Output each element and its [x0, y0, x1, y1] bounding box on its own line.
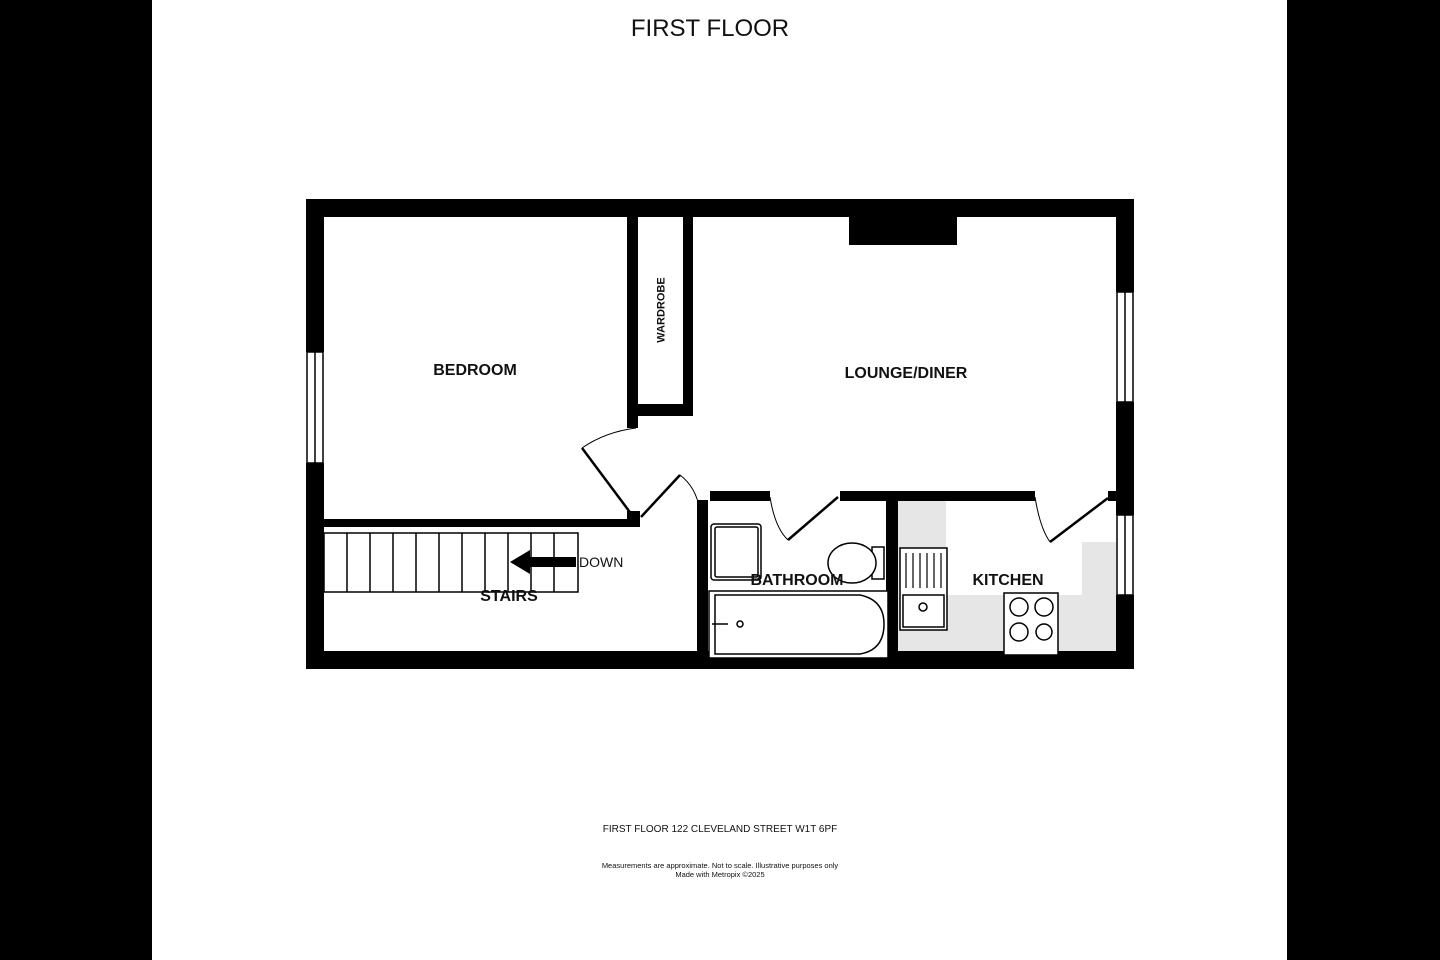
label-lounge-diner: LOUNGE/DINER — [845, 365, 968, 382]
label-bathroom: BATHROOM — [750, 572, 843, 589]
footer-address: FIRST FLOOR 122 CLEVELAND STREET W1T 6PF — [603, 824, 838, 835]
label-bedroom: BEDROOM — [433, 362, 517, 379]
kitchen-fixtures — [899, 547, 1059, 656]
floor-title: FIRST FLOOR — [631, 15, 789, 42]
label-kitchen: KITCHEN — [972, 572, 1043, 589]
footer-credit: Made with Metropix ©2025 — [675, 870, 764, 879]
walls — [306, 199, 1134, 669]
doors — [580, 427, 1109, 543]
footer-disclaimer: Measurements are approximate. Not to sca… — [602, 861, 839, 870]
label-down: DOWN — [579, 554, 623, 570]
label-stairs: STAIRS — [480, 588, 538, 605]
paper — [152, 0, 1287, 960]
label-wardrobe: WARDROBE — [656, 277, 668, 342]
arrow-down-icon — [510, 550, 576, 574]
bathroom-fixtures — [708, 523, 889, 659]
windows — [306, 291, 1134, 596]
